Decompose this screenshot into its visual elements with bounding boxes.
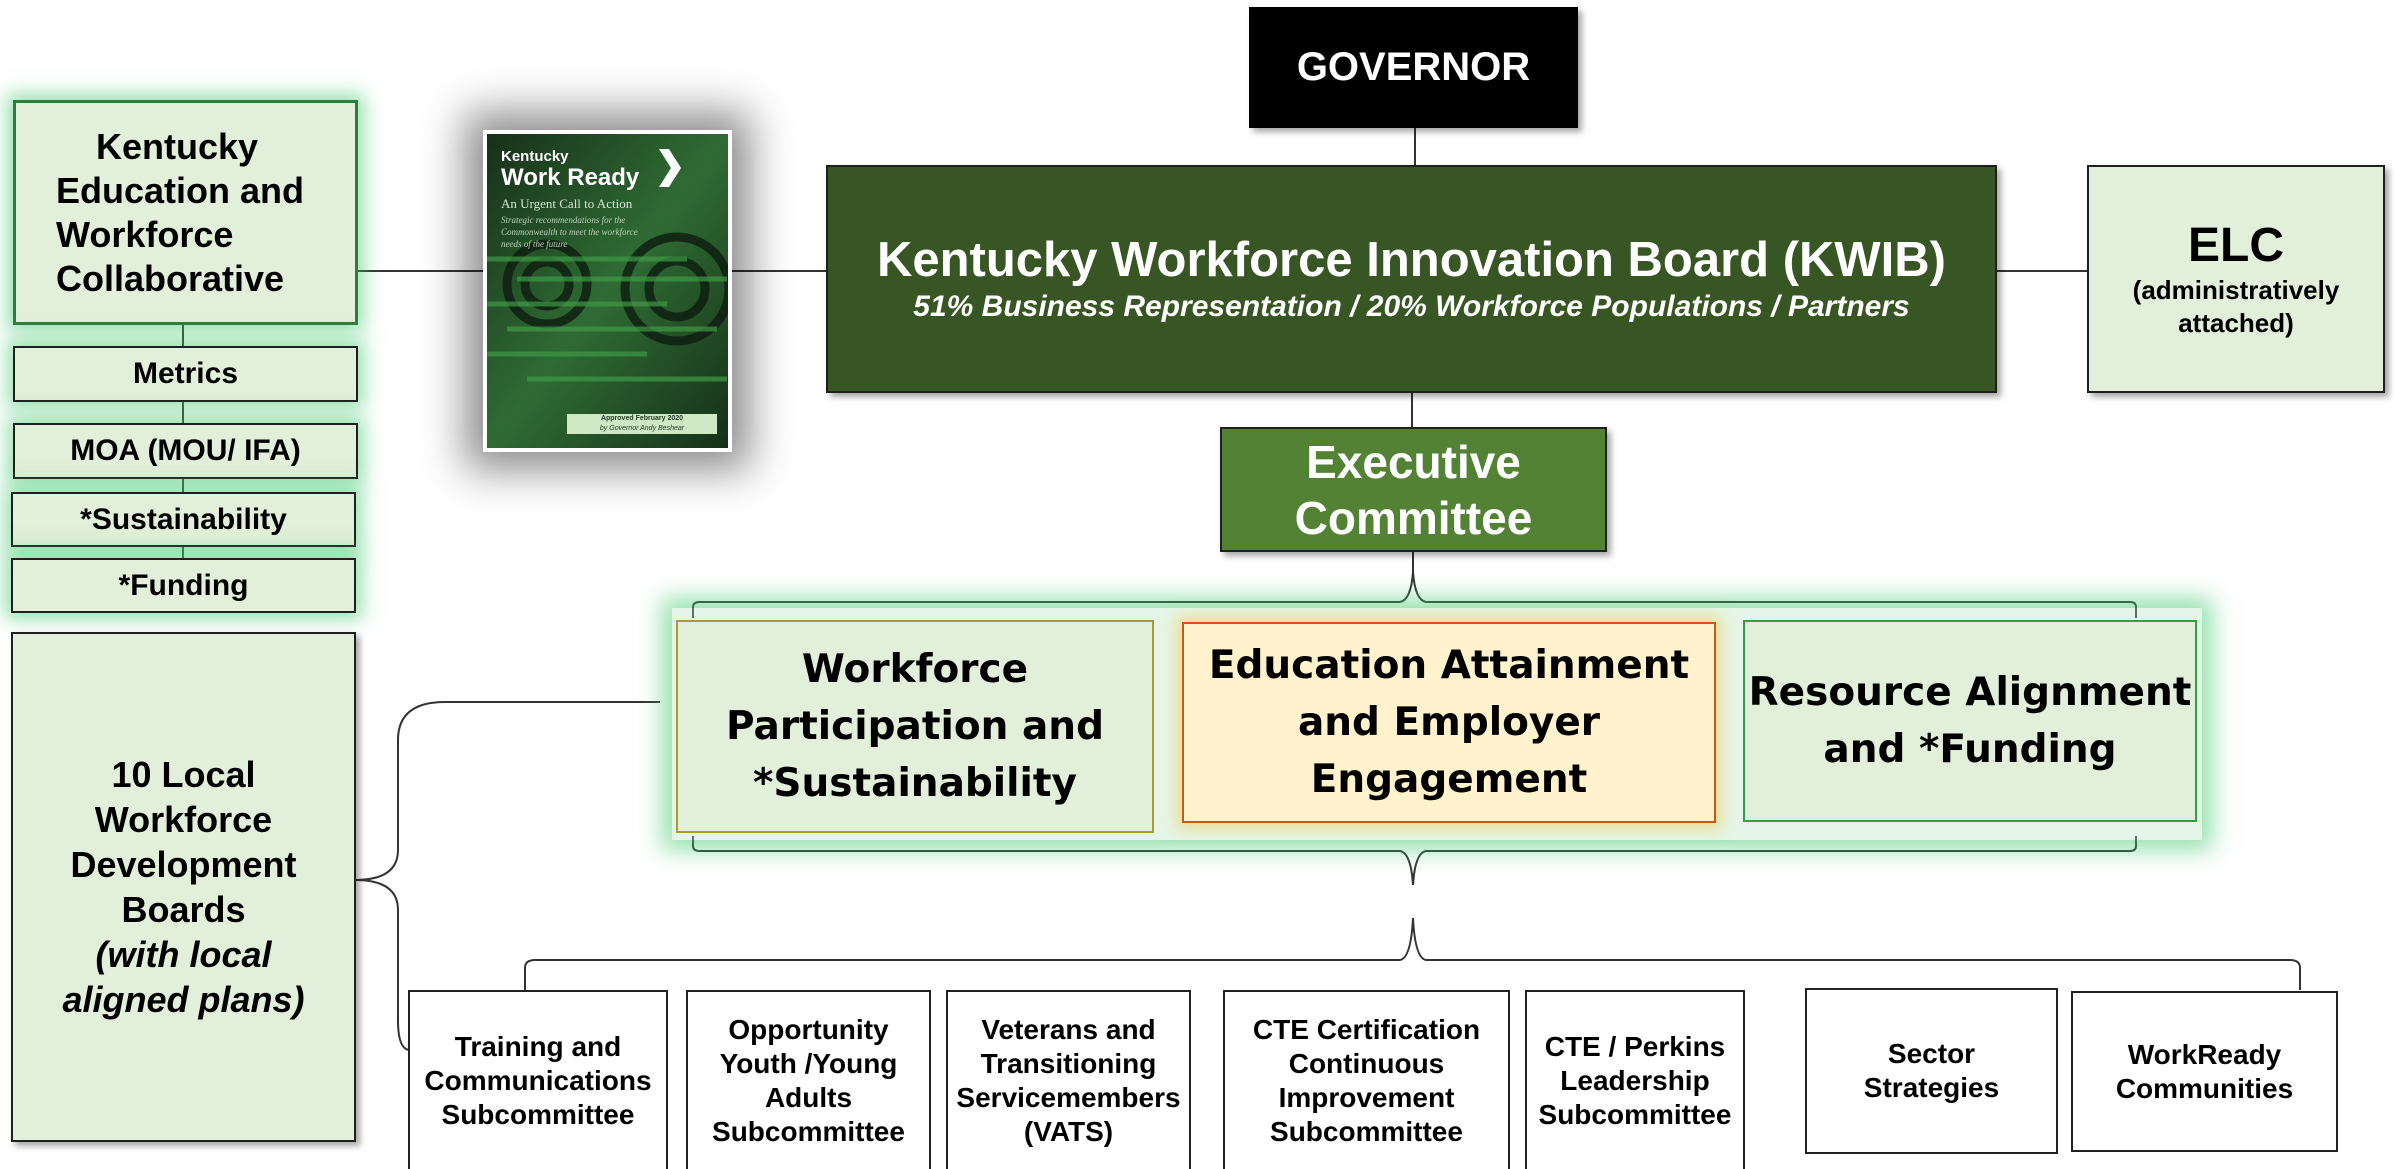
sub-6-line1: Sector <box>1887 1038 1976 1069</box>
funding-label: *Funding <box>118 568 249 602</box>
kwib-subtitle: 51% Business Representation / 20% Workfo… <box>913 290 1910 323</box>
subcommittee-training: Training and Communications Subcommittee <box>408 990 668 1169</box>
sub-2-line2: Youth /Young <box>719 1047 898 1079</box>
sub-4-line4: Subcommittee <box>1270 1115 1463 1147</box>
sub-2-line1: Opportunity <box>728 1013 889 1045</box>
sub-7-line2: Communities <box>2115 1072 2294 1104</box>
metrics-label: Metrics <box>132 357 239 390</box>
collaborative-line1: Kentucky <box>96 125 259 167</box>
sub-1-line2: Communications <box>424 1064 652 1096</box>
sub-4-line3: Improvement <box>1278 1081 1455 1113</box>
local-boards-line6: aligned plans) <box>62 979 305 1020</box>
sub-6-line2: Strategies <box>1863 1072 2000 1103</box>
sub-5-line3: Subcommittee <box>1538 1098 1732 1130</box>
sub-5-line1: CTE / Perkins <box>1544 1030 1726 1062</box>
committee-3-line2: and *Funding <box>1823 727 2117 772</box>
governor-box: GOVERNOR <box>1249 7 1578 128</box>
sub-4-line1: CTE Certification <box>1252 1013 1481 1045</box>
committee-2-line2: and Employer <box>1297 700 1601 745</box>
sub-2-line4: Subcommittee <box>712 1115 905 1147</box>
kwib-title: Kentucky Workforce Innovation Board (KWI… <box>876 233 1946 287</box>
local-boards-line5: (with local <box>95 934 272 975</box>
executive-committee-box: Executive Committee <box>1220 427 1607 552</box>
committee-1-line2: Participation and <box>726 704 1104 749</box>
moa-label: MOA (MOU/ IFA) <box>70 434 301 467</box>
cover-description: Strategic recommendations for the Common… <box>501 215 638 249</box>
executive-line2: Committee <box>1294 491 1533 544</box>
subcommittee-opportunity-youth: Opportunity Youth /Young Adults Subcommi… <box>686 990 931 1169</box>
elc-note-line2: attached) <box>2178 308 2294 338</box>
sub-2-line3: Adults <box>764 1081 853 1113</box>
collaborative-line4: Collaborative <box>56 257 285 299</box>
elc-title: ELC <box>2188 219 2284 272</box>
collaborative-line2: Education and <box>56 169 305 211</box>
local-boards-box: 10 Local Workforce Development Boards (w… <box>11 632 356 1142</box>
local-boards-line1: 10 Local <box>111 754 256 795</box>
local-boards-line2: Workforce <box>94 799 273 840</box>
cover-footer-line1: Approved February 2020 <box>600 415 684 422</box>
collaborative-line3: Workforce <box>56 213 234 255</box>
committee-resource-alignment: Resource Alignment and *Funding <box>1743 620 2197 822</box>
sub-4-line2: Continuous <box>1288 1047 1445 1079</box>
local-boards-line3: Development <box>70 844 297 885</box>
collaborative-box: Kentucky Education and Workforce Collabo… <box>13 100 358 325</box>
subcommittee-workready-communities: WorkReady Communities <box>2071 991 2338 1152</box>
subcommittee-cte-perkins: CTE / Perkins Leadership Subcommittee <box>1525 990 1745 1169</box>
moa-box: MOA (MOU/ IFA) <box>13 423 358 479</box>
committee-2-line3: Engagement <box>1310 757 1588 802</box>
committee-education-attainment: Education Attainment and Employer Engage… <box>1182 622 1716 823</box>
cover-footer-line2: by Governor Andy Beshear <box>599 425 685 432</box>
sub-3-line1: Veterans and <box>981 1013 1156 1045</box>
committee-2-line1: Education Attainment <box>1208 643 1690 688</box>
metrics-box: Metrics <box>13 346 358 402</box>
sub-1-line1: Training and <box>454 1030 622 1062</box>
subcommittee-sector-strategies: Sector Strategies <box>1805 988 2058 1154</box>
cover-brand-small: Kentucky <box>501 148 569 165</box>
sustainability-box: *Sustainability <box>11 492 356 547</box>
sub-3-line2: Transitioning <box>980 1047 1157 1079</box>
subcommittee-vats: Veterans and Transitioning Servicemember… <box>946 990 1191 1169</box>
sub-3-line3: Servicemembers <box>956 1081 1181 1113</box>
funding-box: *Funding <box>11 558 356 613</box>
report-cover-art <box>487 134 728 448</box>
cover-heading: An Urgent Call to Action <box>501 196 633 211</box>
elc-note-line1: (administratively <box>2132 275 2340 305</box>
kwib-box: Kentucky Workforce Innovation Board (KWI… <box>826 165 1997 393</box>
committee-1-line3: *Sustainability <box>753 761 1077 806</box>
subcommittee-cte-certification: CTE Certification Continuous Improvement… <box>1223 990 1510 1169</box>
sustainability-label: *Sustainability <box>80 502 287 536</box>
committee-3-line1: Resource Alignment <box>1748 670 2192 715</box>
sub-5-line2: Leadership <box>1560 1064 1710 1096</box>
committee-1-line1: Workforce <box>801 647 1029 692</box>
executive-line1: Executive <box>1306 435 1521 488</box>
report-cover-image: Kentucky Work Ready An Urgent Call to Ac… <box>483 130 732 452</box>
elc-box: ELC (administratively attached) <box>2087 165 2385 393</box>
local-boards-line4: Boards <box>121 889 246 930</box>
sub-7-line1: WorkReady <box>2127 1038 2282 1070</box>
sub-1-line3: Subcommittee <box>441 1098 635 1130</box>
cover-brand-large: Work Ready <box>501 164 640 191</box>
sub-3-line4: (VATS) <box>1023 1115 1114 1147</box>
governor-label: GOVERNOR <box>1296 45 1531 89</box>
cover-footer: Approved February 2020 by Governor Andy … <box>567 414 717 434</box>
committee-workforce-participation: Workforce Participation and *Sustainabil… <box>676 620 1154 833</box>
